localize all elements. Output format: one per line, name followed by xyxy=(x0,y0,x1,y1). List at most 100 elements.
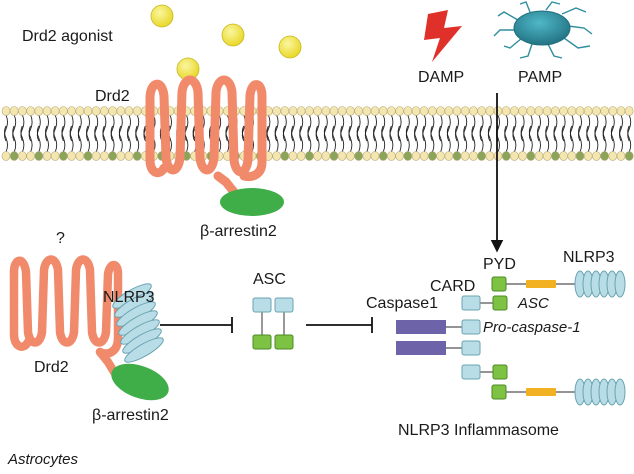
lipid-tail xyxy=(69,125,74,153)
lipid-tail xyxy=(127,114,131,142)
lipid-head xyxy=(124,106,134,116)
agonist-ball xyxy=(278,35,302,59)
lipid-tail xyxy=(414,125,418,153)
lipid-head xyxy=(518,106,527,116)
lipid-tail xyxy=(53,114,58,142)
beta-arrestin2-top xyxy=(220,188,284,216)
lipid-head xyxy=(477,151,486,161)
pamp-bacterium-icon xyxy=(493,1,593,59)
pamp-label: PAMP xyxy=(518,69,562,86)
lipid-tail xyxy=(602,114,607,142)
lipid-head xyxy=(395,151,404,161)
lipid-head xyxy=(395,106,404,116)
lipid-head xyxy=(272,106,281,116)
lipid-tail xyxy=(110,114,115,142)
nlrp3-left-coil xyxy=(112,283,164,363)
lipid-head xyxy=(288,151,298,161)
lipid-head xyxy=(296,151,306,161)
lipid-tail xyxy=(340,114,345,142)
lipid-tail xyxy=(520,114,525,142)
lipid-head xyxy=(501,106,511,116)
lipid-tail xyxy=(569,114,574,142)
lipid-tail xyxy=(446,125,451,153)
lipid-tail xyxy=(12,125,17,153)
inhibition-line-2 xyxy=(306,317,373,333)
lipid-head xyxy=(42,151,52,161)
lipid-head xyxy=(378,106,388,116)
lipid-tail xyxy=(373,125,377,153)
lipid-tail xyxy=(356,114,361,142)
lipid-head xyxy=(272,151,281,161)
drd2-agonist-label: Drd2 agonist xyxy=(22,28,113,45)
lipid-tail xyxy=(340,125,345,153)
agonist-ball xyxy=(150,4,174,28)
lipid-tail xyxy=(389,125,394,153)
lipid-tail xyxy=(553,125,558,153)
lipid-tail xyxy=(422,114,427,142)
lipid-head xyxy=(34,106,44,116)
nlrp3-left-label: NLRP3 xyxy=(103,289,155,306)
damp-lightning-icon xyxy=(424,10,462,62)
lipid-tail xyxy=(45,125,49,153)
lipid-tail xyxy=(455,125,459,153)
lipid-tail xyxy=(594,114,599,142)
lipid-tail xyxy=(602,125,607,153)
lipid-tail xyxy=(86,114,90,142)
lipid-head xyxy=(354,106,363,116)
lipid-head xyxy=(616,106,626,116)
lipid-head xyxy=(59,106,68,116)
lipid-head xyxy=(551,151,560,161)
lipid-head xyxy=(26,106,35,116)
lipid-head xyxy=(313,106,322,116)
beta-arrestin2-bottom-label: β-arrestin2 xyxy=(92,407,169,424)
lipid-head xyxy=(346,151,355,161)
lipid-tail xyxy=(28,114,33,142)
lipid-tail xyxy=(36,114,41,142)
lipid-head xyxy=(411,106,421,116)
lipid-head xyxy=(100,151,109,161)
lipid-head xyxy=(42,106,52,116)
drd2-agonist-molecules xyxy=(150,4,302,81)
lipid-head xyxy=(132,151,142,161)
lipid-tail xyxy=(545,125,550,153)
lipid-tail xyxy=(28,125,33,153)
lipid-tail xyxy=(578,125,582,153)
lipid-head xyxy=(321,151,331,161)
lipid-tail xyxy=(94,114,99,142)
lipid-tail xyxy=(102,114,107,142)
lipid-tail xyxy=(315,114,320,142)
lipid-head xyxy=(411,151,421,161)
asc-center-label: ASC xyxy=(253,271,286,288)
lipid-head xyxy=(346,106,355,116)
lipid-head xyxy=(280,106,290,116)
lipid-head xyxy=(600,106,609,116)
lipid-tail xyxy=(627,114,632,142)
lipid-head xyxy=(526,151,536,161)
lipid-tail xyxy=(561,125,566,153)
lipid-tail xyxy=(332,114,336,142)
drd2-receptor-top xyxy=(145,75,267,205)
lipid-tail xyxy=(20,114,25,142)
lipid-head xyxy=(100,106,109,116)
lipid-head xyxy=(67,151,76,161)
lipid-head xyxy=(329,151,339,161)
lipid-head xyxy=(551,106,560,116)
lipid-head xyxy=(132,106,142,116)
lipid-tail xyxy=(528,125,533,153)
nlrp3-right-label: NLRP3 xyxy=(563,249,615,266)
lipid-tail xyxy=(405,125,410,153)
lipid-head xyxy=(403,151,413,161)
lipid-head xyxy=(501,151,511,161)
lipid-head xyxy=(624,106,634,116)
pro-caspase-1-label: Pro-caspase-1 xyxy=(483,319,581,336)
lipid-head xyxy=(354,151,363,161)
lipid-tail xyxy=(610,125,615,153)
lipid-tail xyxy=(520,125,525,153)
lipid-tail xyxy=(422,125,427,153)
lipid-tail xyxy=(578,114,582,142)
lipid-head xyxy=(559,106,568,116)
lipid-head xyxy=(387,106,396,116)
lipid-head xyxy=(1,151,11,161)
astrocytes-label: Astrocytes xyxy=(7,451,79,468)
lipid-head xyxy=(575,106,585,116)
